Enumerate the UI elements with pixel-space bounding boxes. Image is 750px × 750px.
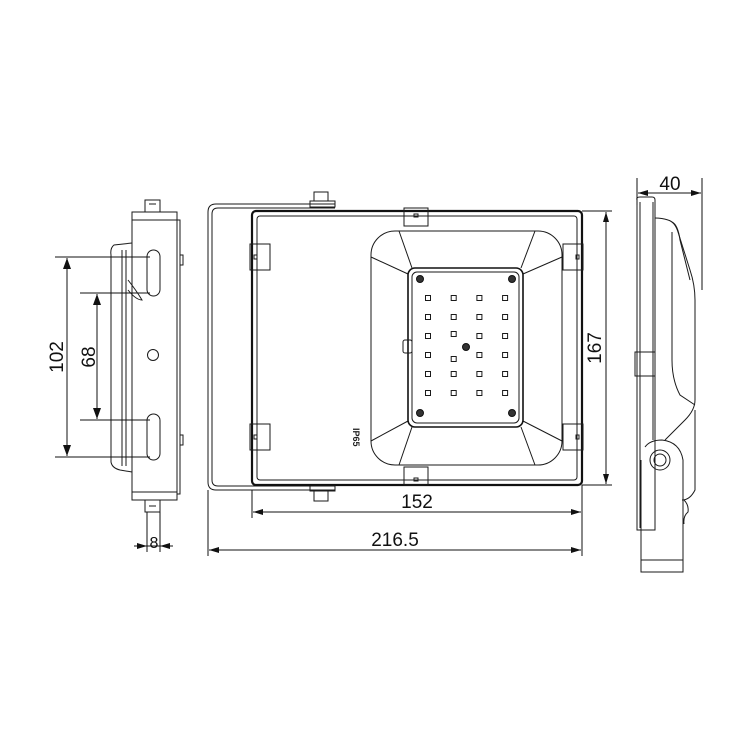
svg-text:216.5: 216.5	[371, 530, 419, 551]
led-chip	[450, 371, 457, 377]
led-chip	[450, 295, 457, 301]
bracket-screw-bottom	[309, 485, 336, 502]
led-chip	[450, 390, 457, 396]
svg-text:68: 68	[79, 346, 100, 367]
screw-icon	[462, 343, 470, 351]
led-chip	[476, 295, 483, 301]
housing-clips	[249, 207, 584, 486]
mounting-bracket	[207, 203, 335, 491]
side-view	[110, 199, 184, 513]
screw-icon	[508, 275, 516, 283]
led-chip	[425, 314, 431, 320]
profile-view	[634, 196, 696, 573]
led-chip	[450, 331, 457, 337]
svg-text:8: 8	[150, 535, 159, 552]
led-chip	[450, 314, 457, 320]
led-chip	[425, 390, 431, 396]
dimension-slot-102: 102	[47, 256, 150, 458]
led-chip	[476, 390, 483, 396]
led-chip	[425, 371, 431, 377]
dimension-height: 167	[582, 210, 612, 486]
led-chip	[502, 295, 509, 301]
led-chip	[450, 356, 457, 362]
screw-icon	[416, 409, 424, 417]
led-chip	[425, 352, 431, 358]
bracket-screw-top	[309, 191, 336, 208]
led-chip	[502, 371, 509, 377]
dimension-slot-68: 68	[79, 292, 150, 421]
led-chip	[476, 314, 483, 320]
screw-icon	[508, 409, 516, 417]
svg-text:102: 102	[47, 341, 68, 373]
led-chip	[502, 352, 509, 358]
led-plate	[407, 267, 524, 428]
dimension-depth: 40	[636, 174, 703, 290]
front-view: IP65	[207, 191, 584, 502]
lens-outline	[370, 230, 563, 466]
led-chip	[502, 390, 509, 396]
led-grid	[425, 295, 509, 396]
led-chip	[476, 352, 483, 358]
svg-text:40: 40	[659, 174, 680, 195]
led-chip	[425, 295, 431, 301]
led-chip	[502, 314, 509, 320]
led-chip	[502, 333, 509, 339]
svg-text:167: 167	[585, 332, 606, 364]
housing-outline	[250, 209, 584, 487]
dimension-overall-width: 216.5	[207, 490, 581, 556]
led-chip	[476, 333, 483, 339]
led-chip	[476, 371, 483, 377]
dimension-slot-8: 8	[134, 512, 173, 552]
dimension-body-width: 152	[251, 485, 583, 556]
screw-icon	[416, 275, 424, 283]
svg-text:152: 152	[401, 492, 433, 513]
ip-marking: IP65	[351, 428, 361, 447]
led-chip	[425, 333, 431, 339]
plate-screws	[416, 275, 516, 417]
